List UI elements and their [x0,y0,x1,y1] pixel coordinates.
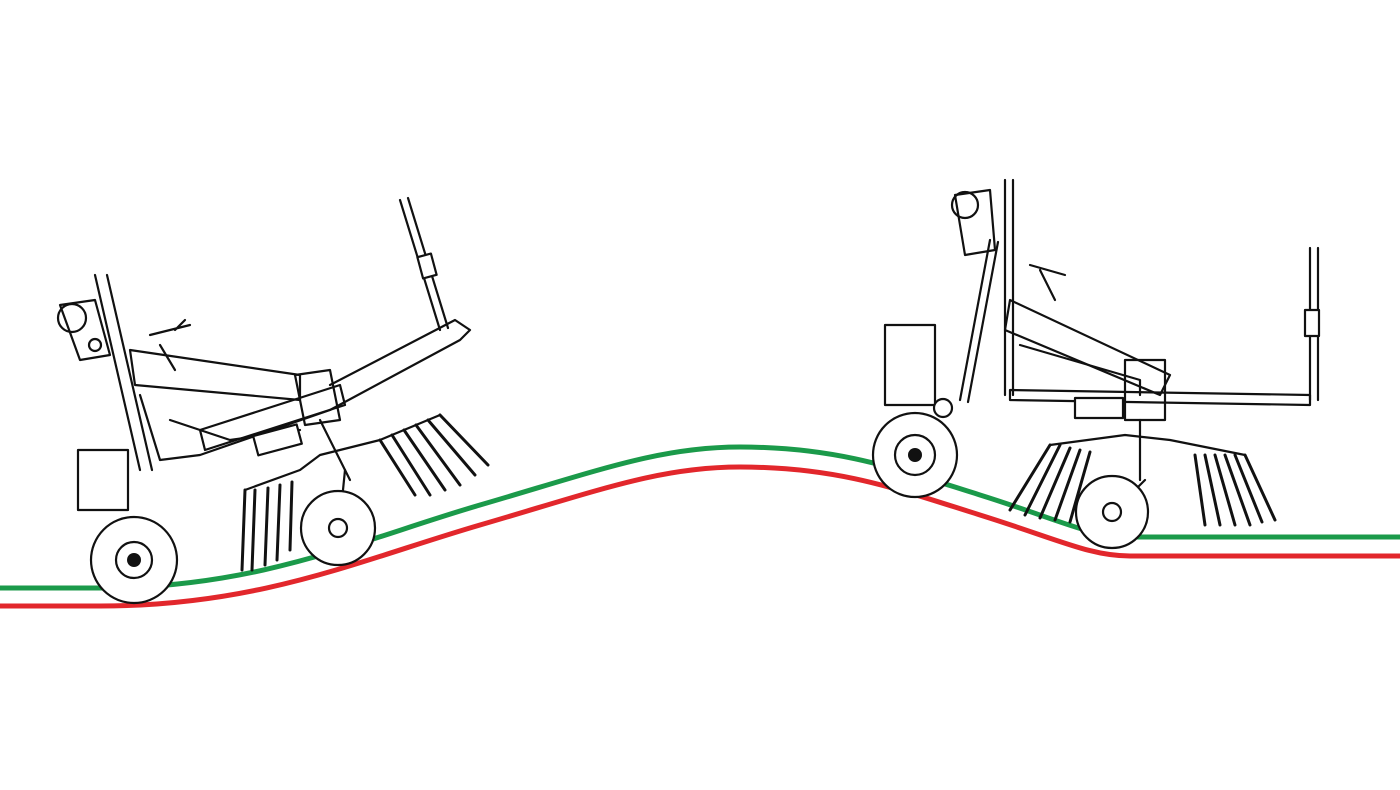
main-frame [958,178,1321,420]
front-wheel [76,448,179,605]
tine-arms [240,413,490,572]
rake-machine-left [56,196,490,605]
front-wheel [871,323,959,499]
rake-machine-right [871,178,1321,550]
red-offset-profile-line [0,464,1400,609]
tine-arms [1008,433,1277,527]
rotor-wheel [1074,474,1150,550]
rotor-wheel [299,489,377,567]
hitch-headstock [950,188,1067,302]
hitch-headstock [56,298,192,372]
